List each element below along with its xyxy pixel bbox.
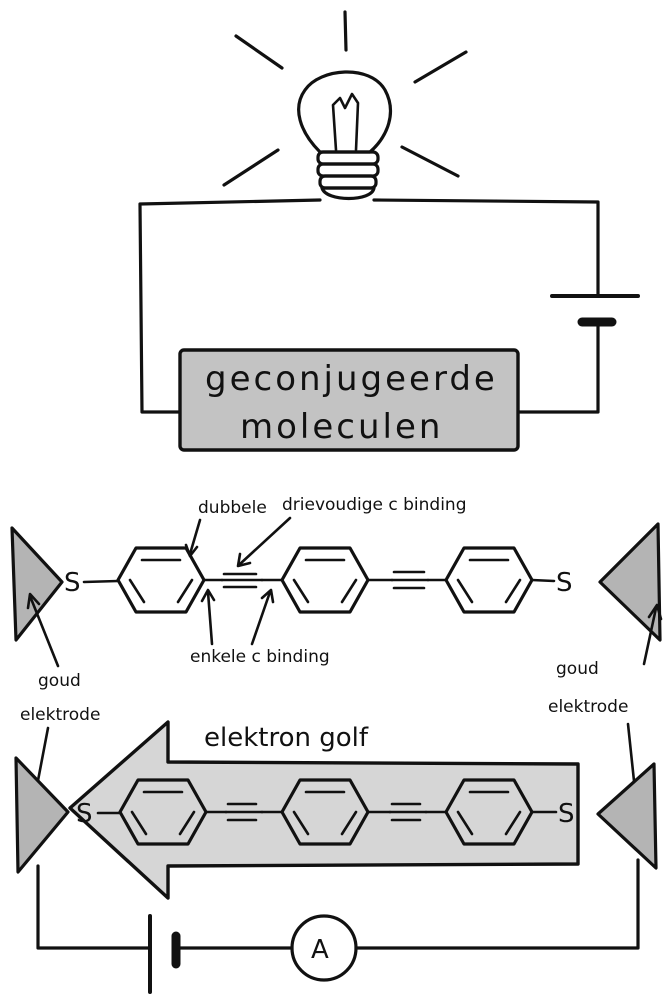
arrow-head <box>260 588 275 604</box>
electrode-left-top <box>10 526 64 642</box>
light-bulb <box>222 10 468 200</box>
ammeter-label: A <box>311 935 329 965</box>
arrow-head <box>26 592 41 610</box>
wire <box>516 320 600 414</box>
pointer-line <box>642 606 658 666</box>
bulb-tip <box>320 186 376 200</box>
benzene-ring <box>280 546 370 614</box>
pointer-line <box>250 590 272 646</box>
battery-top <box>550 294 640 327</box>
top-circuit-wires <box>138 198 600 414</box>
label-electron-wave: elektron golf <box>204 723 369 753</box>
gold-electrode <box>598 522 662 642</box>
benzene-ring <box>444 778 534 846</box>
gold-electrode <box>14 756 70 874</box>
gold-electrode <box>10 526 64 642</box>
ammeter: A <box>290 914 358 982</box>
box-label-line1: geconjugeerde <box>205 359 498 399</box>
benzene-ring <box>280 778 370 846</box>
single-bond <box>82 579 120 584</box>
electrode-right-bottom <box>596 762 658 870</box>
sulfur-atom: S <box>556 568 573 598</box>
label-double-bond: dubbele <box>198 498 267 518</box>
ring-double-bond <box>340 810 358 836</box>
arrow-head <box>200 588 216 603</box>
bulb-filament <box>331 92 360 152</box>
electron-wave-arrow <box>68 720 580 900</box>
electrode-right-top <box>598 522 662 642</box>
label-triple-bond: drievoudige c binding <box>282 495 467 515</box>
light-ray <box>400 145 460 178</box>
ring-double-bond <box>340 578 358 604</box>
molecule-bottom <box>96 778 558 846</box>
arrow-head <box>184 543 199 558</box>
sulfur-atom: S <box>558 799 575 829</box>
ring-double-bond <box>292 810 310 836</box>
pointer-line <box>188 518 202 556</box>
label-single-bond: enkele c binding <box>190 647 330 667</box>
bulb-base <box>316 150 380 166</box>
label-gold-right: goud <box>556 659 599 679</box>
bulb-base <box>318 174 378 190</box>
ring-double-bond <box>456 810 474 836</box>
box-label-line2: moleculen <box>240 407 443 447</box>
wire <box>36 864 152 950</box>
ring-double-bond <box>292 578 310 604</box>
wire <box>372 198 600 298</box>
label-electrode-right: elektrode <box>548 697 628 717</box>
bulb-glass <box>297 70 393 154</box>
pointer-line <box>28 594 60 668</box>
ring-double-bond <box>128 578 146 604</box>
battery-bottom <box>148 914 181 994</box>
arrow-head <box>647 603 663 621</box>
ring-double-bond <box>504 578 522 604</box>
light-ray <box>343 10 348 52</box>
label-gold-left: goud <box>38 671 81 691</box>
ring-double-bond <box>176 578 194 604</box>
bulb-base <box>316 162 380 178</box>
ring-double-bond <box>456 578 474 604</box>
molecule-top <box>82 546 556 614</box>
electrode-left-bottom <box>14 756 70 874</box>
arrow-head <box>236 552 252 568</box>
ring-double-bond <box>130 810 148 836</box>
pointer-line <box>238 516 292 566</box>
benzene-ring <box>118 778 208 846</box>
sulfur-atom: S <box>76 799 93 829</box>
wave-arrow-shape <box>68 720 580 900</box>
bottom-circuit-wires <box>36 858 640 950</box>
single-bond <box>530 578 556 583</box>
light-ray <box>413 50 468 84</box>
pointer-line <box>206 590 214 646</box>
box-rect <box>178 348 520 452</box>
label-electrode-left: elektrode <box>20 705 100 725</box>
sulfur-atom: S <box>64 568 81 598</box>
ring-double-bond <box>504 810 522 836</box>
light-ray <box>222 148 280 187</box>
molecule-box: geconjugeerde moleculen <box>178 348 520 452</box>
wire <box>354 858 640 950</box>
gold-electrode <box>596 762 658 870</box>
ring-double-bond <box>178 810 196 836</box>
wire <box>138 198 322 414</box>
benzene-ring <box>444 546 534 614</box>
light-ray <box>234 34 284 70</box>
ammeter-circle <box>290 914 358 982</box>
